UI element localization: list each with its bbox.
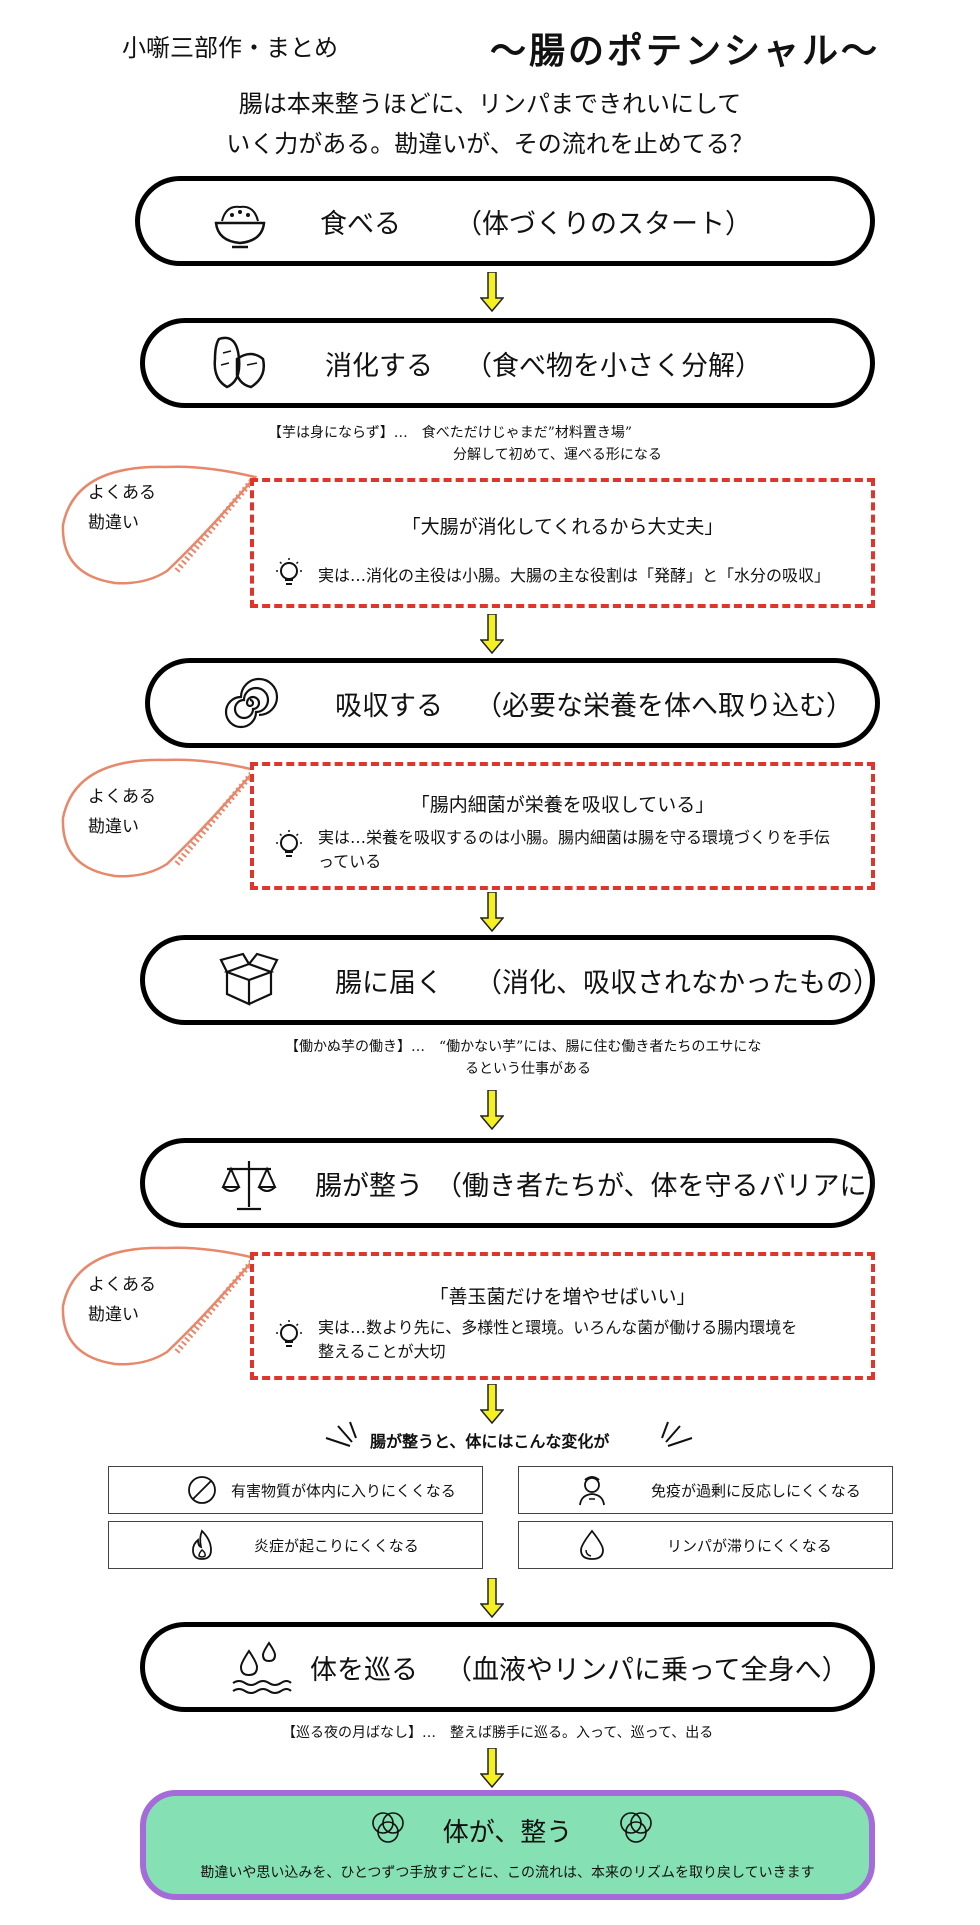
flow-arrow <box>480 614 504 654</box>
misconception-bubble <box>61 758 258 878</box>
misconception-bubble <box>61 1246 258 1366</box>
step-desc: （必要な栄養を体へ取り込む） <box>475 690 853 722</box>
flow-arrow <box>480 1384 504 1424</box>
misconception-bubble <box>61 465 258 585</box>
person-icon <box>579 1476 605 1506</box>
step-desc: （体づくりのスタート） <box>455 208 752 240</box>
header-subtitle: 小噺三部作・まとめ <box>122 34 338 62</box>
step-label: 腸が整う <box>315 1170 423 1202</box>
step-reach-gut: 腸に届く （消化、吸収されなかったもの） <box>140 935 880 1025</box>
flow-arrow <box>480 1578 504 1618</box>
step-desc: （消化、吸収されなかったもの） <box>475 967 880 999</box>
step-label: 腸に届く <box>335 967 443 999</box>
note-line: 【芋は身にならず】… 食べただけじゃまだ”材料置き場” <box>268 425 633 441</box>
step-label: 食べる <box>320 208 401 240</box>
step-digest: 消化する （食べ物を小さく分解） <box>140 318 875 408</box>
lightbulb-icon <box>276 558 302 585</box>
flow-arrow <box>480 1090 504 1130</box>
page-title: 〜腸のポテンシャル〜 <box>490 31 881 72</box>
box-icon <box>219 952 279 1006</box>
final-title: 体が、整う <box>442 1818 573 1848</box>
effect-item: 有害物質が体内に入りにくくなる <box>108 1466 483 1514</box>
flow-arrow <box>480 892 504 932</box>
misconception-fact: 実は…栄養を吸収するのは小腸。腸内細菌は腸を守る環境づくりを手伝 っている <box>318 828 831 871</box>
misconception-fact: 実は…消化の主役は小腸。大腸の主な役割は「発酵」と「水分の吸収」 <box>318 566 831 585</box>
step-label: 吸収する <box>335 690 443 722</box>
note-line: 【働かぬ芋の働き】… “働かない芋”には、腸に住む働き者たちのエサにな <box>285 1039 762 1055</box>
note-line: るという仕事がある <box>465 1061 591 1077</box>
effect-item: 炎症が起こりにくくなる <box>108 1521 483 1569</box>
water-drops-icon <box>232 1641 292 1694</box>
lightbulb-icon <box>276 830 302 857</box>
venn-circles-icon <box>620 1812 652 1843</box>
misconception-quote: 「腸内細菌が栄養を吸収している」 <box>410 794 715 816</box>
step-desc: （働き者たちが、体を守るバリアに） <box>435 1170 894 1202</box>
note-lazy-potato: 【働かぬ芋の働き】… “働かない芋”には、腸に住む働き者たちのエサにな るという… <box>285 1036 761 1080</box>
flow-arrow <box>480 272 504 312</box>
step-eat: 食べる （体づくりのスタート） <box>135 176 875 266</box>
step-label: 体を巡る <box>310 1654 418 1686</box>
misconception-box: 「腸内細菌が栄養を吸収している」 実は…栄養を吸収するのは小腸。腸内細菌は腸を守… <box>250 762 875 890</box>
misconception-quote: 「善玉菌だけを増やせばいい」 <box>429 1286 696 1308</box>
flame-icon <box>192 1529 212 1560</box>
step-label: 消化する <box>325 350 433 382</box>
sparkle-lines-icon <box>325 1421 357 1447</box>
intro-line-2: いく力がある。勘違いが、その流れを止めてる？ <box>226 130 754 158</box>
effect-item: リンパが滞りにくくなる <box>518 1521 893 1569</box>
spiral-icon <box>224 677 279 729</box>
step-circulate: 体を巡る （血液やリンパに乗って全身へ） <box>140 1622 875 1712</box>
bubble-text: よくある 勘違い <box>88 787 156 837</box>
misconception-fact: 実は…数より先に、多様性と環境。いろんな菌が働ける腸内環境を 整えることが大切 <box>318 1318 798 1361</box>
effects-title: 腸が整うと、体にはこんな変化が <box>370 1432 610 1451</box>
step-gut-balanced: 腸が整う （働き者たちが、体を守るバリアに） <box>140 1138 893 1228</box>
balance-scale-icon <box>221 1161 277 1211</box>
note-line: 分解して初めて、運べる形になる <box>453 447 662 463</box>
step-absorb: 吸収する （必要な栄養を体へ取り込む） <box>145 658 880 748</box>
bubble-text: よくある 勘違い <box>88 1275 156 1325</box>
flow-arrow <box>480 1748 504 1788</box>
lightbulb-icon <box>276 1320 302 1347</box>
note-moon-story: 【巡る夜の月ばなし】… 整えば勝手に巡る。入って、巡って、出る <box>282 1725 714 1741</box>
rice-bowl-icon <box>214 205 266 249</box>
step-desc: （食べ物を小さく分解） <box>465 350 762 382</box>
effect-item: 免疫が過剰に反応しにくくなる <box>518 1466 893 1514</box>
intro-line-1: 腸は本来整うほどに、リンパまできれいにして <box>238 90 742 118</box>
note-potato: 【芋は身にならず】… 食べただけじゃまだ”材料置き場” 分解して初めて、運べる形… <box>268 422 662 466</box>
venn-circles-icon <box>372 1812 404 1843</box>
bubble-text: よくある 勘違い <box>88 483 156 533</box>
drop-icon <box>580 1529 604 1560</box>
sweet-potato-icon <box>213 336 265 389</box>
prohibited-icon <box>188 1476 216 1504</box>
final-box: 体が、整う 勘違いや思い込みを、ひとつずつ手放すごとに、この流れは、本来のリズム… <box>140 1790 875 1900</box>
final-desc: 勘違いや思い込みを、ひとつずつ手放すごとに、この流れは、本来のリズムを取り戻して… <box>200 1865 815 1881</box>
sparkle-lines-icon <box>661 1421 693 1447</box>
misconception-box: 「善玉菌だけを増やせばいい」 実は…数より先に、多様性と環境。いろんな菌が働ける… <box>250 1252 875 1380</box>
misconception-box: 「大腸が消化してくれるから大丈夫」 実は…消化の主役は小腸。大腸の主な役割は「発… <box>250 478 875 608</box>
step-desc: （血液やリンパに乗って全身へ） <box>445 1654 849 1686</box>
misconception-quote: 「大腸が消化してくれるから大丈夫」 <box>401 516 724 538</box>
